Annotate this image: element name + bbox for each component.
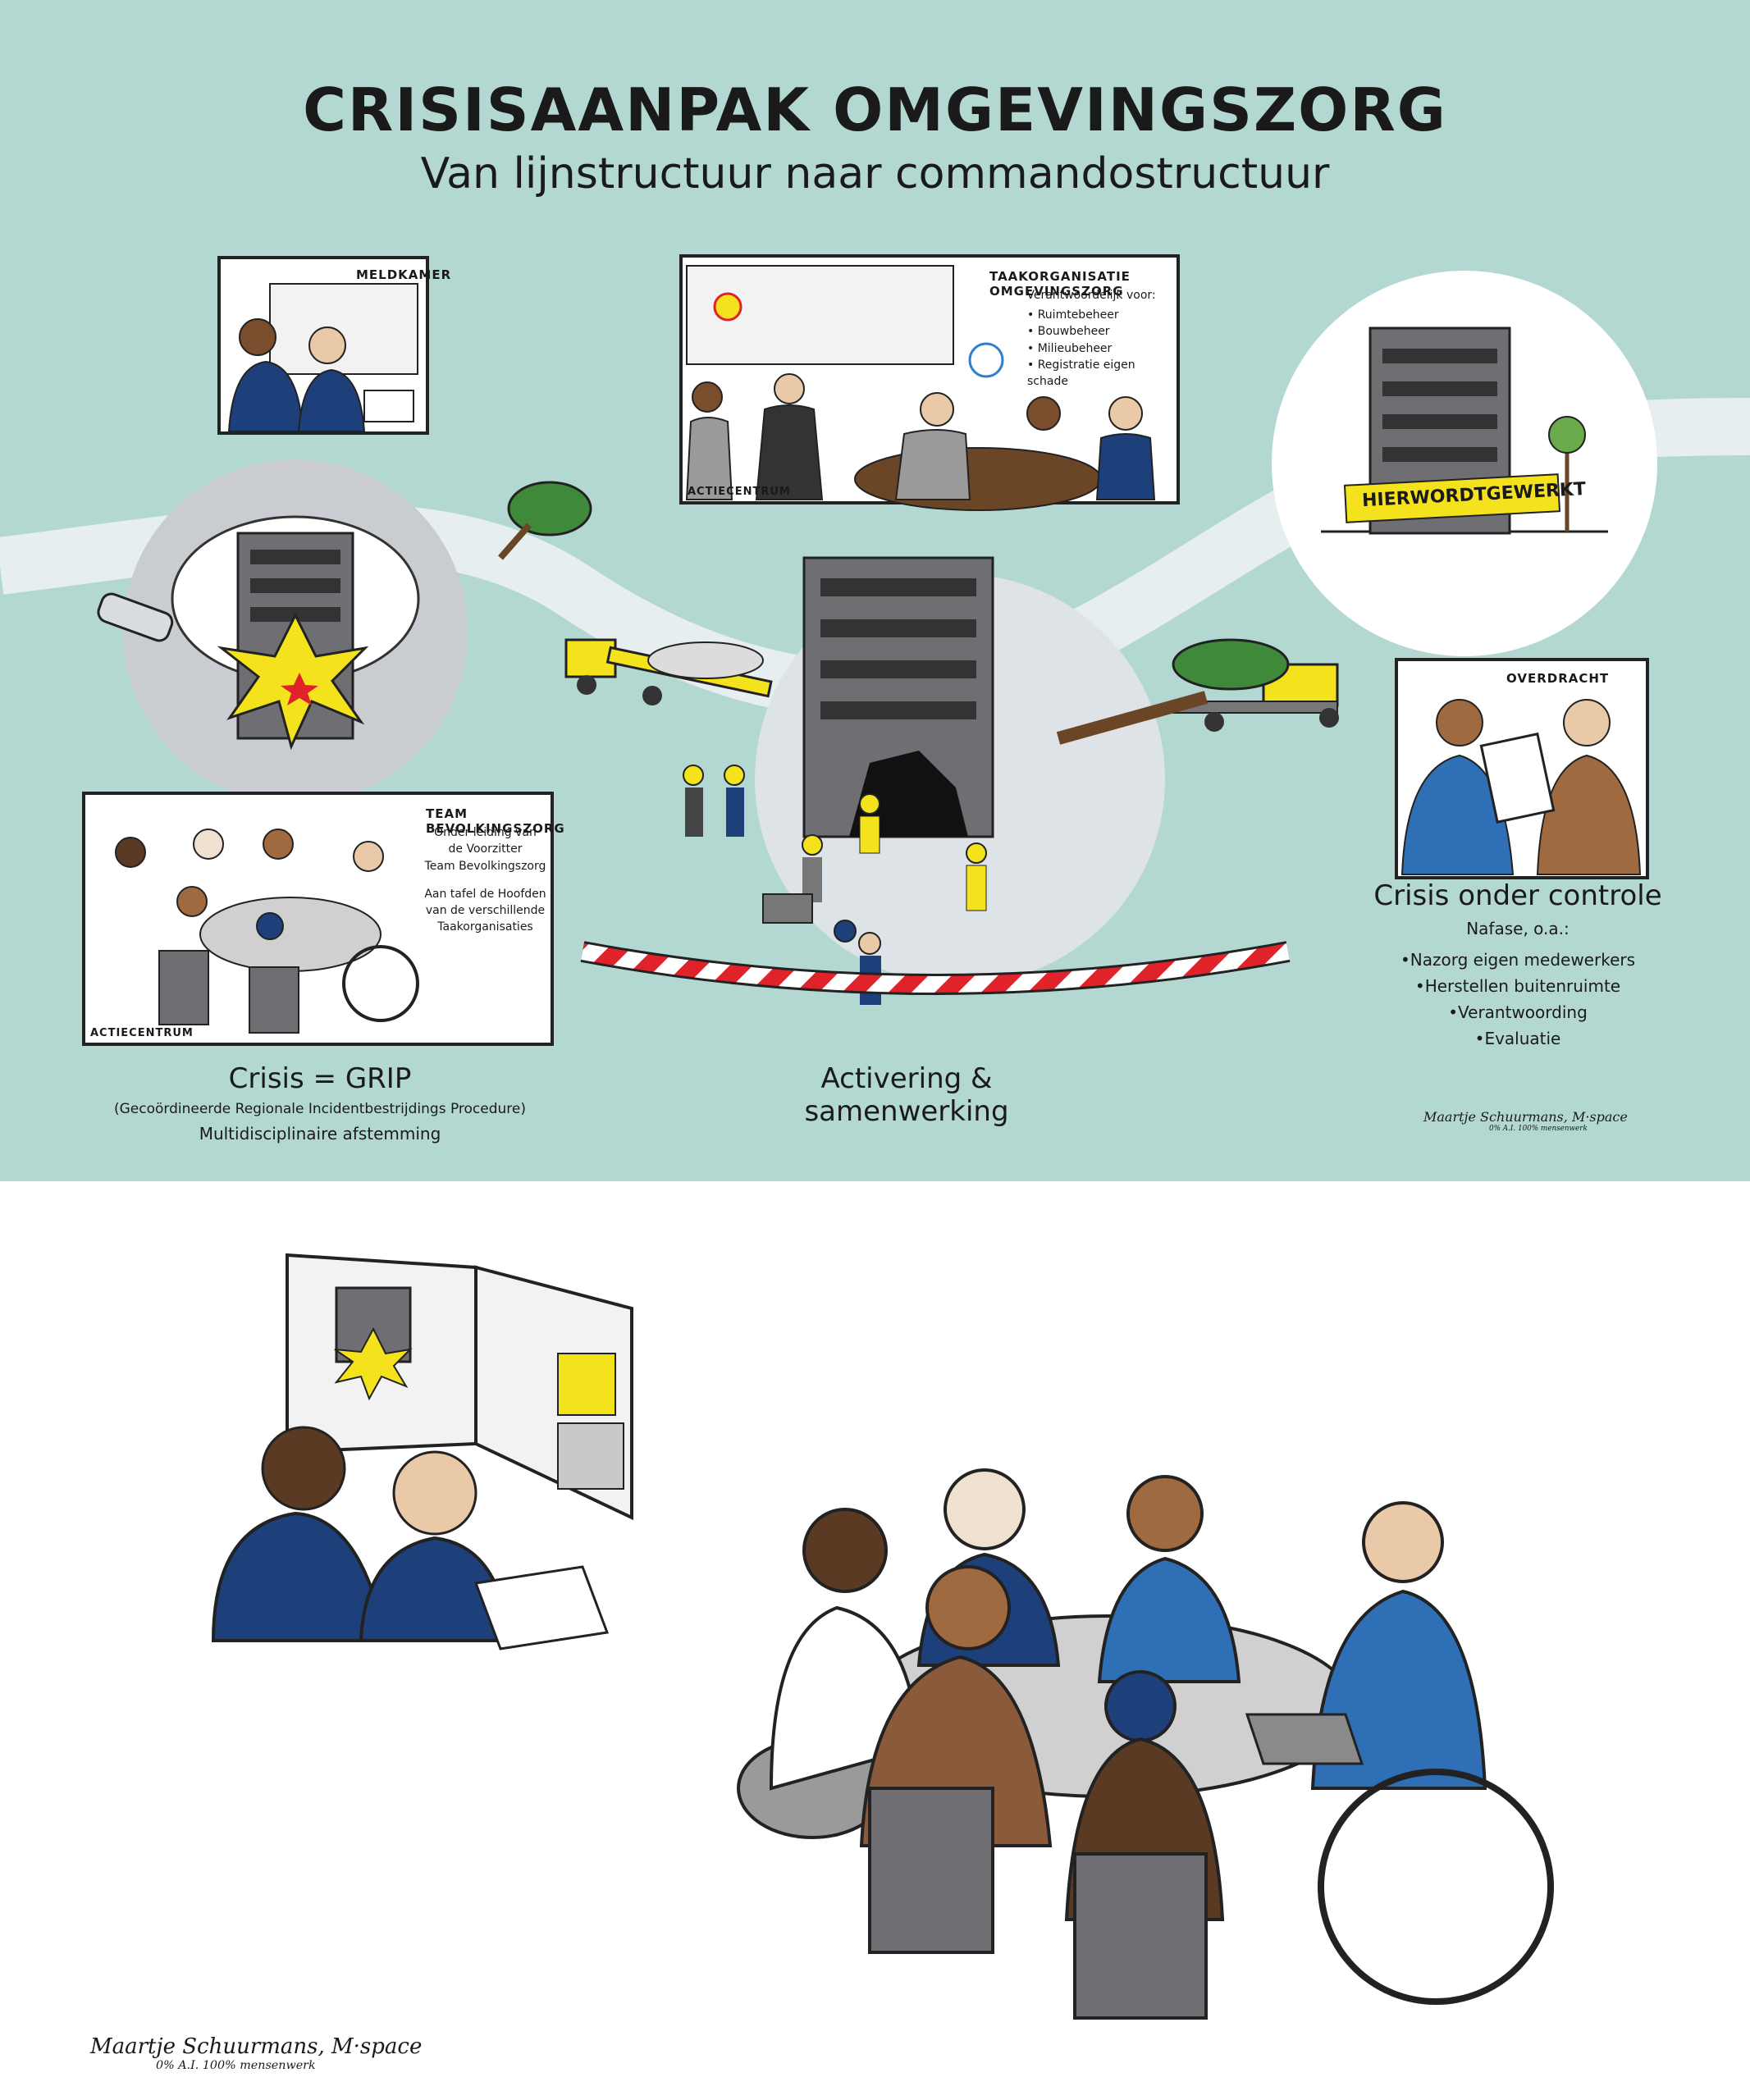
actiecentrum-label: ACTIECENTRUM	[90, 1027, 194, 1039]
flipped-car-icon	[97, 592, 174, 642]
panel-meldkamer-label: MELDKAMER	[356, 267, 452, 282]
meeting-detail-illustration	[737, 1468, 1554, 2020]
lead-line: de Voorzitter	[448, 842, 523, 856]
caption-crisis-line: Multidisciplinaire afstemming	[199, 1124, 441, 1144]
panel-meldkamer: MELDKAMER	[217, 256, 450, 435]
panel-bevolkingszorg-label: TEAM BEVOLKINGSZORG	[426, 806, 565, 836]
team-meeting-illustration	[115, 829, 419, 1034]
lead-line: van de verschillende	[425, 904, 546, 918]
responsibility-item: • Bouwbeheer	[1027, 325, 1110, 339]
caption-activering-line: Activering &	[820, 1062, 993, 1095]
aftercare-item: •Evaluatie	[1474, 1029, 1561, 1048]
signature-motto: 0% A.I. 100% mensenwerk	[156, 2059, 316, 2072]
caption-controle: Crisis onder controle Nafase, o.a.: •Naz…	[1346, 879, 1690, 1052]
responsibility-list: • Ruimtebeheer • Bouwbeheer • Milieubehe…	[1027, 307, 1175, 390]
signature-motto: 0% A.I. 100% mensenwerk	[1489, 1125, 1588, 1133]
caption-activering: Activering & samenwerking	[771, 1062, 1042, 1128]
panel-taakorganisatie-label: TAAKORGANISATIE OMGEVINGSZORG	[989, 269, 1131, 299]
lead-line: Aan tafel de Hoofden	[424, 887, 546, 901]
signature-name: Maartje Schuurmans, M·space	[1423, 1109, 1628, 1125]
dispatchers-illustration	[227, 283, 418, 432]
caption-activering-line: samenwerking	[804, 1095, 1009, 1128]
banner-word: HIER	[1361, 488, 1411, 512]
actiecentrum-illustration	[685, 265, 1156, 511]
banner-word: WORDT	[1410, 484, 1487, 509]
caption-crisis-heading: Crisis = GRIP	[228, 1062, 412, 1095]
explosion-scene	[123, 459, 468, 804]
rebuilt-building-scene: HIER WORDT GEWERKT	[1272, 271, 1657, 656]
panel-overdracht: OVERDRACHT	[1395, 658, 1649, 879]
aftercare-item: •Verantwoording	[1448, 1002, 1588, 1022]
caption-crisis: Crisis = GRIP (Gecoördineerde Regionale …	[107, 1062, 533, 1147]
handover-illustration	[1400, 699, 1642, 875]
page-title: CRISISAANPAK OMGEVINGSZORG	[303, 75, 1447, 144]
panel-taakorganisatie: TAAKORGANISATIE OMGEVINGSZORG Verantwoor…	[679, 254, 1180, 511]
actiecentrum-label: ACTIECENTRUM	[688, 486, 791, 498]
signature-small: Maartje Schuurmans, M·space 0% A.I. 100%…	[1423, 1109, 1628, 1133]
responsibility-item: • Milieubeheer	[1027, 341, 1113, 355]
responsibility-item: • Ruimtebeheer	[1027, 308, 1119, 322]
caption-controle-heading: Crisis onder controle	[1373, 879, 1662, 912]
panel-overdracht-label: OVERDRACHT	[1506, 671, 1610, 686]
caption-controle-sub: Nafase, o.a.:	[1466, 919, 1570, 938]
signature-name: Maartje Schuurmans, M·space	[90, 2034, 423, 2059]
lead-line: Team Bevolkingszorg	[424, 859, 546, 873]
panel-bevolkingszorg-lead: Onder leiding van de Voorzitter Team Bev…	[418, 824, 553, 936]
signature-large: Maartje Schuurmans, M·space 0% A.I. 100%…	[90, 2034, 422, 2072]
dispatchers-detail-illustration	[211, 1253, 633, 1650]
flying-tree-icon	[497, 481, 592, 560]
tree-truck-icon	[1056, 638, 1339, 745]
barrier-tape	[580, 941, 1291, 995]
panel-taakorganisatie-intro: Verantwoordelijk voor:	[1026, 289, 1156, 302]
aftercare-item: •Nazorg eigen medewerkers	[1400, 950, 1636, 970]
damaged-building	[802, 556, 994, 838]
panel-bevolkingszorg: TEAM BEVOLKINGSZORG Onder leiding van de…	[82, 792, 564, 1046]
page-subtitle: Van lijnstructuur naar commandostructuur	[420, 149, 1330, 199]
tow-truck-icon	[564, 638, 773, 705]
lead-line: Onder leiding van	[434, 826, 537, 839]
aftercare-item: •Herstellen buitenruimte	[1414, 976, 1621, 996]
lead-line: Taakorganisaties	[437, 920, 533, 934]
responsibility-item: • Registratie eigen schade	[1027, 358, 1135, 389]
caption-crisis-line: (Gecoördineerde Regionale Incidentbestri…	[114, 1101, 526, 1117]
infographic: CRISISAANPAK OMGEVINGSZORG Van lijnstruc…	[0, 0, 1750, 1181]
